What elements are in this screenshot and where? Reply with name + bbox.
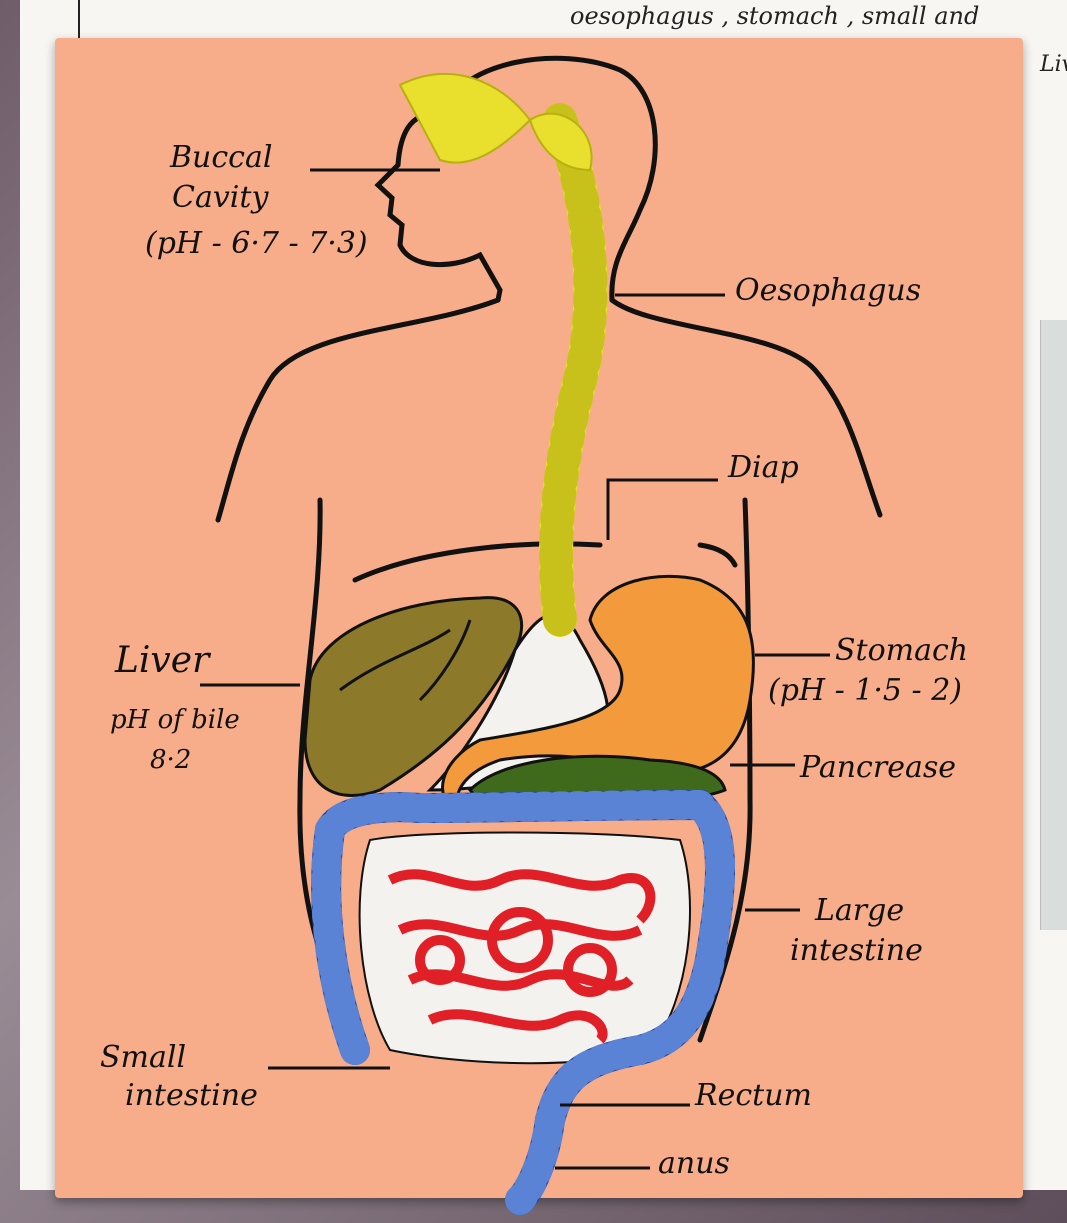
label-small-intestine-1: Small: [100, 1042, 186, 1074]
label-stomach: Stomach: [835, 635, 968, 667]
label-anus: anus: [658, 1148, 730, 1180]
label-oesophagus: Oesophagus: [735, 275, 921, 307]
label-rectum: Rectum: [695, 1080, 812, 1112]
label-liver: Liver: [115, 645, 209, 677]
label-liver-ph-2: 8·2: [150, 745, 191, 775]
label-buccal-cavity-1: Buccal: [170, 142, 272, 174]
label-liver-ph-1: pH of bile: [110, 705, 240, 735]
label-buccal-cavity-2: Cavity: [172, 182, 268, 214]
label-stomach-ph: (pH - 1·5 - 2): [768, 675, 962, 707]
ribbon-bow: [400, 74, 592, 170]
label-large-intestine-2: intestine: [790, 935, 923, 967]
label-large-intestine-1: Large: [815, 895, 904, 927]
label-small-intestine-2: intestine: [125, 1080, 258, 1112]
label-buccal-ph: (pH - 6·7 - 7·3): [145, 228, 368, 260]
label-pancreas: Pancrease: [800, 752, 956, 784]
label-diaphragm: Diap: [728, 452, 799, 484]
